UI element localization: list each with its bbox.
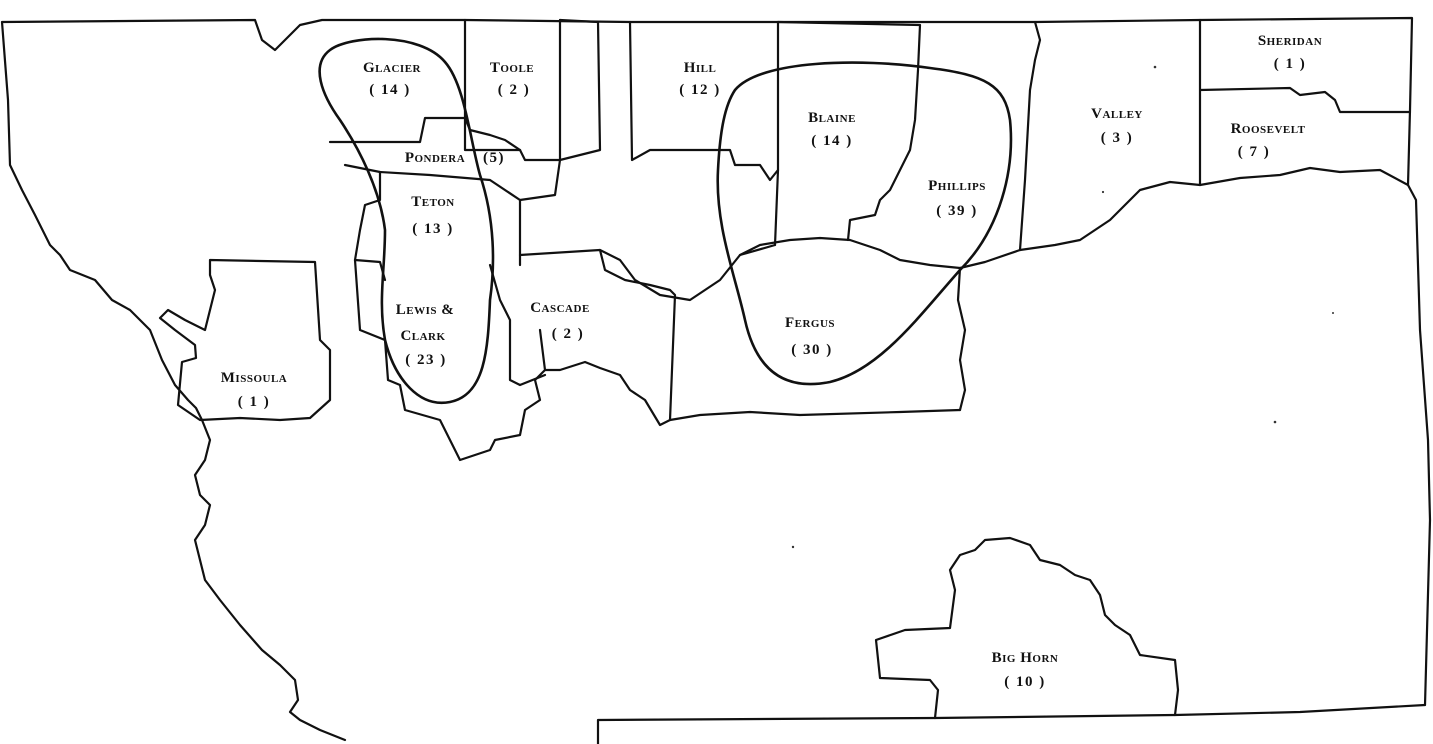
county-line xyxy=(773,20,922,247)
scan-speck xyxy=(1273,420,1277,424)
county-count-lewis-clark: ( 23 ) xyxy=(405,352,447,368)
county-line xyxy=(518,248,677,427)
county-label-hill: Hill xyxy=(684,60,717,76)
state-boundary xyxy=(0,16,1432,742)
county-count-blaine: ( 14 ) xyxy=(811,133,853,149)
county-count-roosevelt: ( 7 ) xyxy=(1238,144,1271,160)
cluster-outline-west xyxy=(318,37,495,405)
county-label-valley: Valley xyxy=(1091,106,1143,122)
county-line xyxy=(738,236,1022,270)
county-line xyxy=(1018,20,1042,252)
county-count-valley: ( 3 ) xyxy=(1101,130,1134,146)
county-count-missoula: ( 1 ) xyxy=(238,394,271,410)
county-label-phillips: Phillips xyxy=(928,178,986,194)
county-label-sheridan: Sheridan xyxy=(1258,33,1322,49)
county-line xyxy=(1198,18,1412,187)
county-count-cascade: ( 2 ) xyxy=(552,326,585,342)
county-label-glacier: Glacier xyxy=(363,60,422,76)
county-label-pondera: Pondera xyxy=(405,150,465,166)
county-label-big-horn: Big Horn xyxy=(992,650,1059,666)
county-count-big-horn: ( 10 ) xyxy=(1004,674,1046,690)
county-line xyxy=(598,243,777,302)
county-line xyxy=(874,536,1427,720)
county-label-lewis-clark: Lewis & xyxy=(396,302,455,318)
county-line xyxy=(353,170,387,282)
county-count-toole: ( 2 ) xyxy=(498,82,531,98)
scan-speck xyxy=(1101,190,1105,194)
county-count-pondera: (5) xyxy=(483,150,505,166)
county-count-phillips: ( 39 ) xyxy=(936,203,978,219)
county-count-sheridan: ( 1 ) xyxy=(1274,56,1307,72)
county-line xyxy=(956,266,967,412)
county-count-glacier: ( 14 ) xyxy=(369,82,411,98)
scan-speck xyxy=(1153,65,1157,69)
county-line xyxy=(353,258,547,462)
cluster-outline-east xyxy=(716,61,1013,386)
county-label-teton: Teton xyxy=(411,194,454,210)
county-line xyxy=(668,408,962,422)
county-count-hill: ( 12 ) xyxy=(679,82,721,98)
county-line xyxy=(328,116,522,152)
county-count-teton: ( 13 ) xyxy=(412,221,454,237)
county-label-lewis-clark-2: Clark xyxy=(400,328,445,344)
county-label-missoula: Missoula xyxy=(221,370,287,386)
scan-speck xyxy=(1332,312,1334,314)
county-line xyxy=(488,263,547,387)
county-label-roosevelt: Roosevelt xyxy=(1231,121,1306,137)
county-label-cascade: Cascade xyxy=(530,300,590,316)
county-line xyxy=(463,18,562,162)
county-line xyxy=(1018,166,1410,252)
county-count-fergus: ( 30 ) xyxy=(791,342,833,358)
county-label-blaine: Blaine xyxy=(808,110,856,126)
county-label-fergus: Fergus xyxy=(785,315,835,331)
county-label-toole: Toole xyxy=(490,60,534,76)
county-line xyxy=(158,258,332,422)
county-line xyxy=(628,20,780,182)
scan-speck xyxy=(791,545,795,549)
county-line xyxy=(596,713,1177,744)
